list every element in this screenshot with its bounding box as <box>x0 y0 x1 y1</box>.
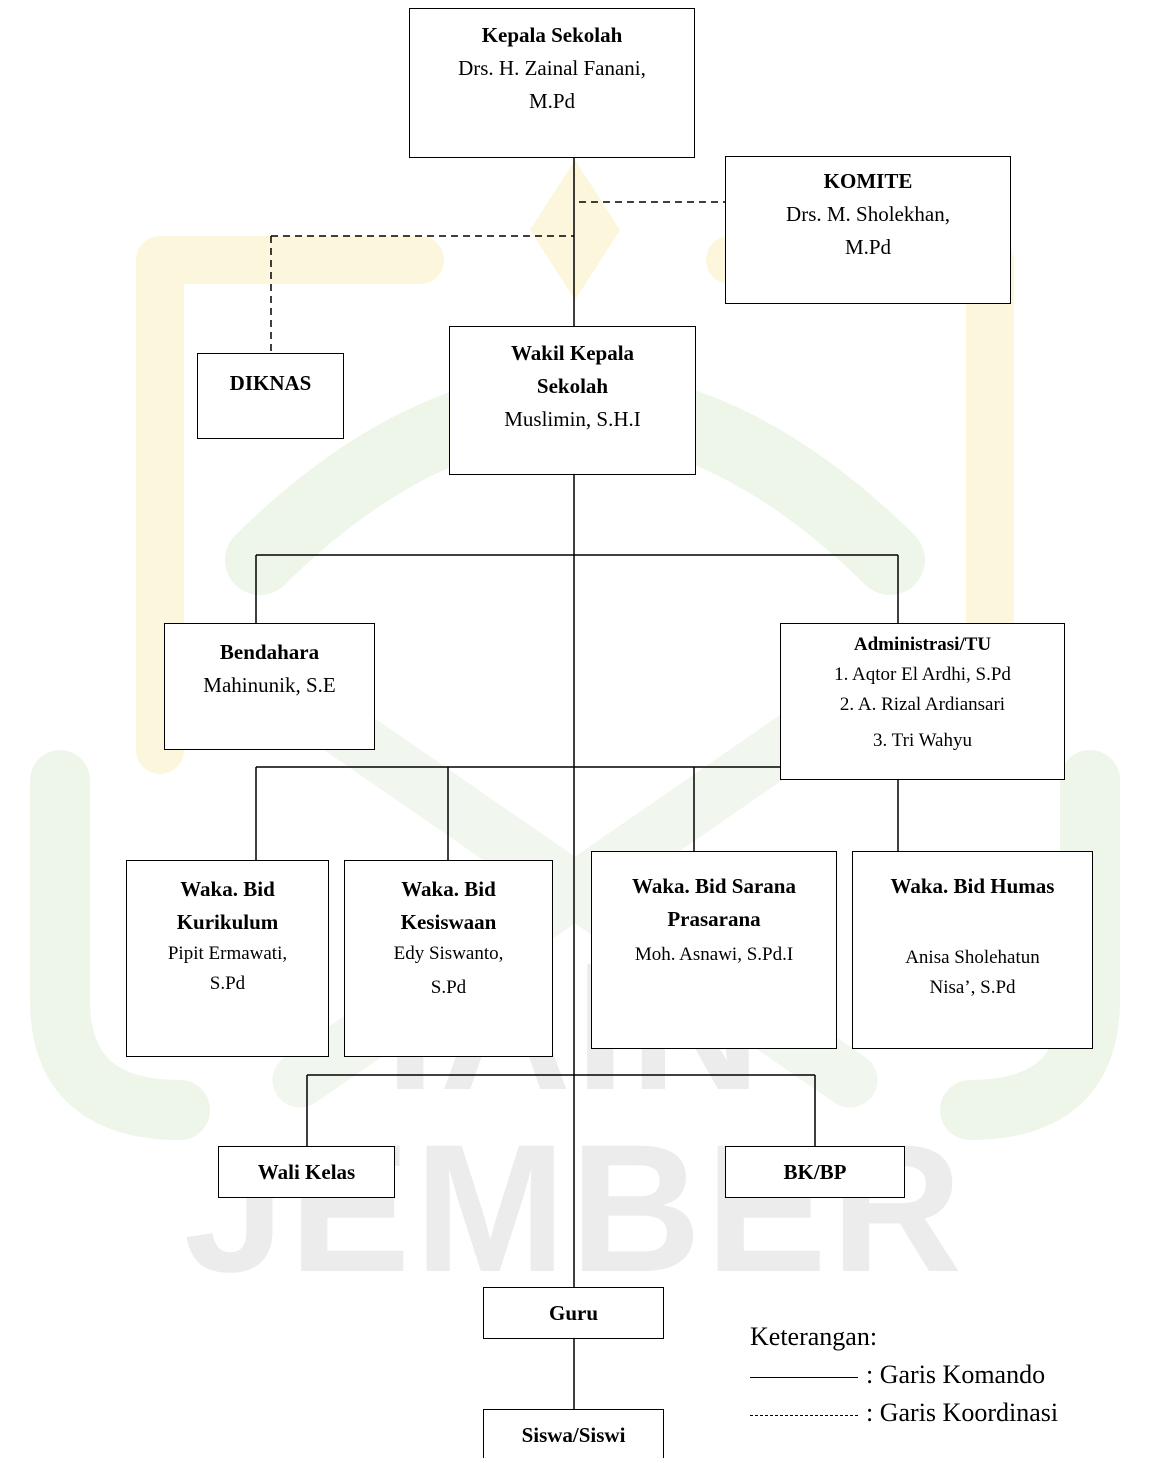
siswa-title: Siswa/Siswi <box>521 1423 626 1447</box>
guru-box: Guru <box>483 1287 664 1339</box>
solid-line-swatch <box>750 1376 858 1378</box>
bendahara-name: Mahinunik, S.E <box>203 673 336 697</box>
sarana-title-1: Waka. Bid Sarana <box>632 874 796 898</box>
legend-command-label: : Garis Komando <box>866 1360 1046 1389</box>
admin-item-1: 1. Aqtor El Ardhi, S.Pd <box>834 664 1011 685</box>
legend-command-row: : Garis Komando <box>750 1356 1058 1394</box>
waka-humas-box: Waka. Bid Humas Anisa Sholehatun Nisa’, … <box>852 851 1093 1049</box>
humas-name-2: Nisa’, S.Pd <box>929 977 1016 998</box>
kurikulum-name-1: Pipit Ermawati, <box>167 943 288 964</box>
humas-title: Waka. Bid Humas <box>890 874 1055 898</box>
administrasi-box: Administrasi/TU 1. Aqtor El Ardhi, S.Pd … <box>780 623 1065 780</box>
sarana-name: Moh. Asnawi, S.Pd.I <box>634 944 794 965</box>
legend-coordination-row: : Garis Koordinasi <box>750 1394 1058 1432</box>
kepala-name-2: M.Pd <box>528 89 576 113</box>
bendahara-title: Bendahara <box>219 640 320 664</box>
kesiswaan-name-1: Edy Siswanto, <box>393 943 504 964</box>
wali-kelas-box: Wali Kelas <box>218 1146 395 1198</box>
siswa-box: Siswa/Siswi <box>483 1409 664 1458</box>
wakil-title-1: Wakil Kepala <box>510 341 635 365</box>
waka-kurikulum-box: Waka. Bid Kurikulum Pipit Ermawati, S.Pd <box>126 860 329 1057</box>
admin-item-2: 2. A. Rizal Ardiansari <box>839 694 1006 715</box>
admin-item-3: 3. Tri Wahyu <box>873 730 972 751</box>
diknas-title: DIKNAS <box>229 371 312 395</box>
kurikulum-title-2: Kurikulum <box>176 910 279 934</box>
kepala-sekolah-box: Kepala Sekolah Drs. H. Zainal Fanani, M.… <box>409 8 695 158</box>
kesiswaan-title-2: Kesiswaan <box>400 910 497 934</box>
wakil-name: Muslimin, S.H.I <box>504 407 641 431</box>
wali-kelas-title: Wali Kelas <box>257 1160 356 1184</box>
admin-title: Administrasi/TU <box>853 634 992 655</box>
legend: Keterangan: : Garis Komando : Garis Koor… <box>750 1318 1058 1432</box>
kesiswaan-title-1: Waka. Bid <box>401 877 496 901</box>
kesiswaan-name-2: S.Pd <box>430 977 467 998</box>
bk-bp-title: BK/BP <box>783 1160 847 1184</box>
humas-name-1: Anisa Sholehatun <box>905 947 1040 968</box>
dashed-line-swatch <box>750 1414 858 1416</box>
wakil-kepala-box: Wakil Kepala Sekolah Muslimin, S.H.I <box>449 326 696 475</box>
kurikulum-name-2: S.Pd <box>209 973 246 994</box>
kepala-title: Kepala Sekolah <box>481 23 623 47</box>
guru-title: Guru <box>548 1301 598 1325</box>
waka-kesiswaan-box: Waka. Bid Kesiswaan Edy Siswanto, S.Pd <box>344 860 553 1057</box>
bk-bp-box: BK/BP <box>725 1146 905 1198</box>
komite-name-1: Drs. M. Sholekhan, <box>786 202 950 226</box>
sarana-title-2: Prasarana <box>667 907 761 931</box>
komite-title: KOMITE <box>823 169 913 193</box>
legend-heading: Keterangan: <box>750 1322 878 1351</box>
kurikulum-title-1: Waka. Bid <box>180 877 275 901</box>
komite-name-2: M.Pd <box>844 235 892 259</box>
kepala-name-1: Drs. H. Zainal Fanani, <box>458 56 646 80</box>
legend-coordination-label: : Garis Koordinasi <box>866 1398 1059 1427</box>
bendahara-box: Bendahara Mahinunik, S.E <box>164 623 375 750</box>
wakil-title-2: Sekolah <box>536 374 609 398</box>
diknas-box: DIKNAS <box>197 353 344 439</box>
waka-sarana-box: Waka. Bid Sarana Prasarana Moh. Asnawi, … <box>591 851 837 1049</box>
komite-box: KOMITE Drs. M. Sholekhan, M.Pd <box>725 156 1011 304</box>
